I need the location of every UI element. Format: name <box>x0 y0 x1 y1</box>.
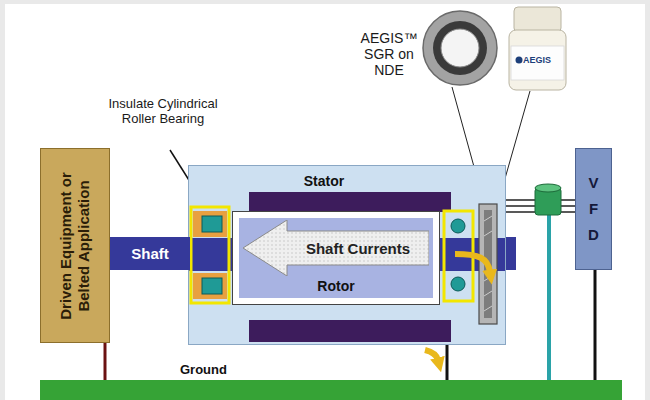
node-text: Driven Equipment or Belted Application <box>57 155 93 337</box>
ground-wire <box>446 345 449 380</box>
current-arrow: Shaft Currents <box>243 220 429 276</box>
node-text: Ground <box>180 362 227 377</box>
stator-bar <box>249 320 451 342</box>
node-text: Shaft <box>110 237 190 270</box>
current-arrow <box>425 350 438 360</box>
ring-photo <box>423 11 497 85</box>
ferrite-core <box>535 184 561 215</box>
ferrite-ground-wire <box>547 213 551 380</box>
bottle-photo <box>509 7 566 90</box>
motor-housing: StatorRotor Shaft Currents <box>188 165 506 345</box>
callout-label: Insulate Cylindrical Roller Bearing <box>106 96 220 126</box>
ground-wire <box>595 270 596 380</box>
node-text: V F D <box>586 170 601 248</box>
insulated-bearing <box>191 207 229 303</box>
shaft-band: Shaft <box>110 237 190 270</box>
rotor-box: Rotor Shaft Currents <box>233 212 439 304</box>
ground-wire <box>594 270 597 380</box>
node-text: Stator <box>279 173 369 189</box>
current-arrow <box>455 254 490 272</box>
ground-wire <box>104 343 107 380</box>
ground-wire <box>447 345 448 380</box>
equipment-box: Driven Equipment or Belted Application <box>40 148 110 343</box>
ground-band: Ground <box>40 380 622 400</box>
logo-text: AEGIS <box>523 55 563 66</box>
ground-wire <box>105 343 106 380</box>
stator-bar <box>249 192 451 212</box>
node-text: Shaft Currents <box>289 231 427 265</box>
node-text: Rotor <box>239 278 433 294</box>
vfd-box: V F D <box>575 148 612 270</box>
product-label: AEGIS™ SGR on NDE <box>356 30 422 78</box>
